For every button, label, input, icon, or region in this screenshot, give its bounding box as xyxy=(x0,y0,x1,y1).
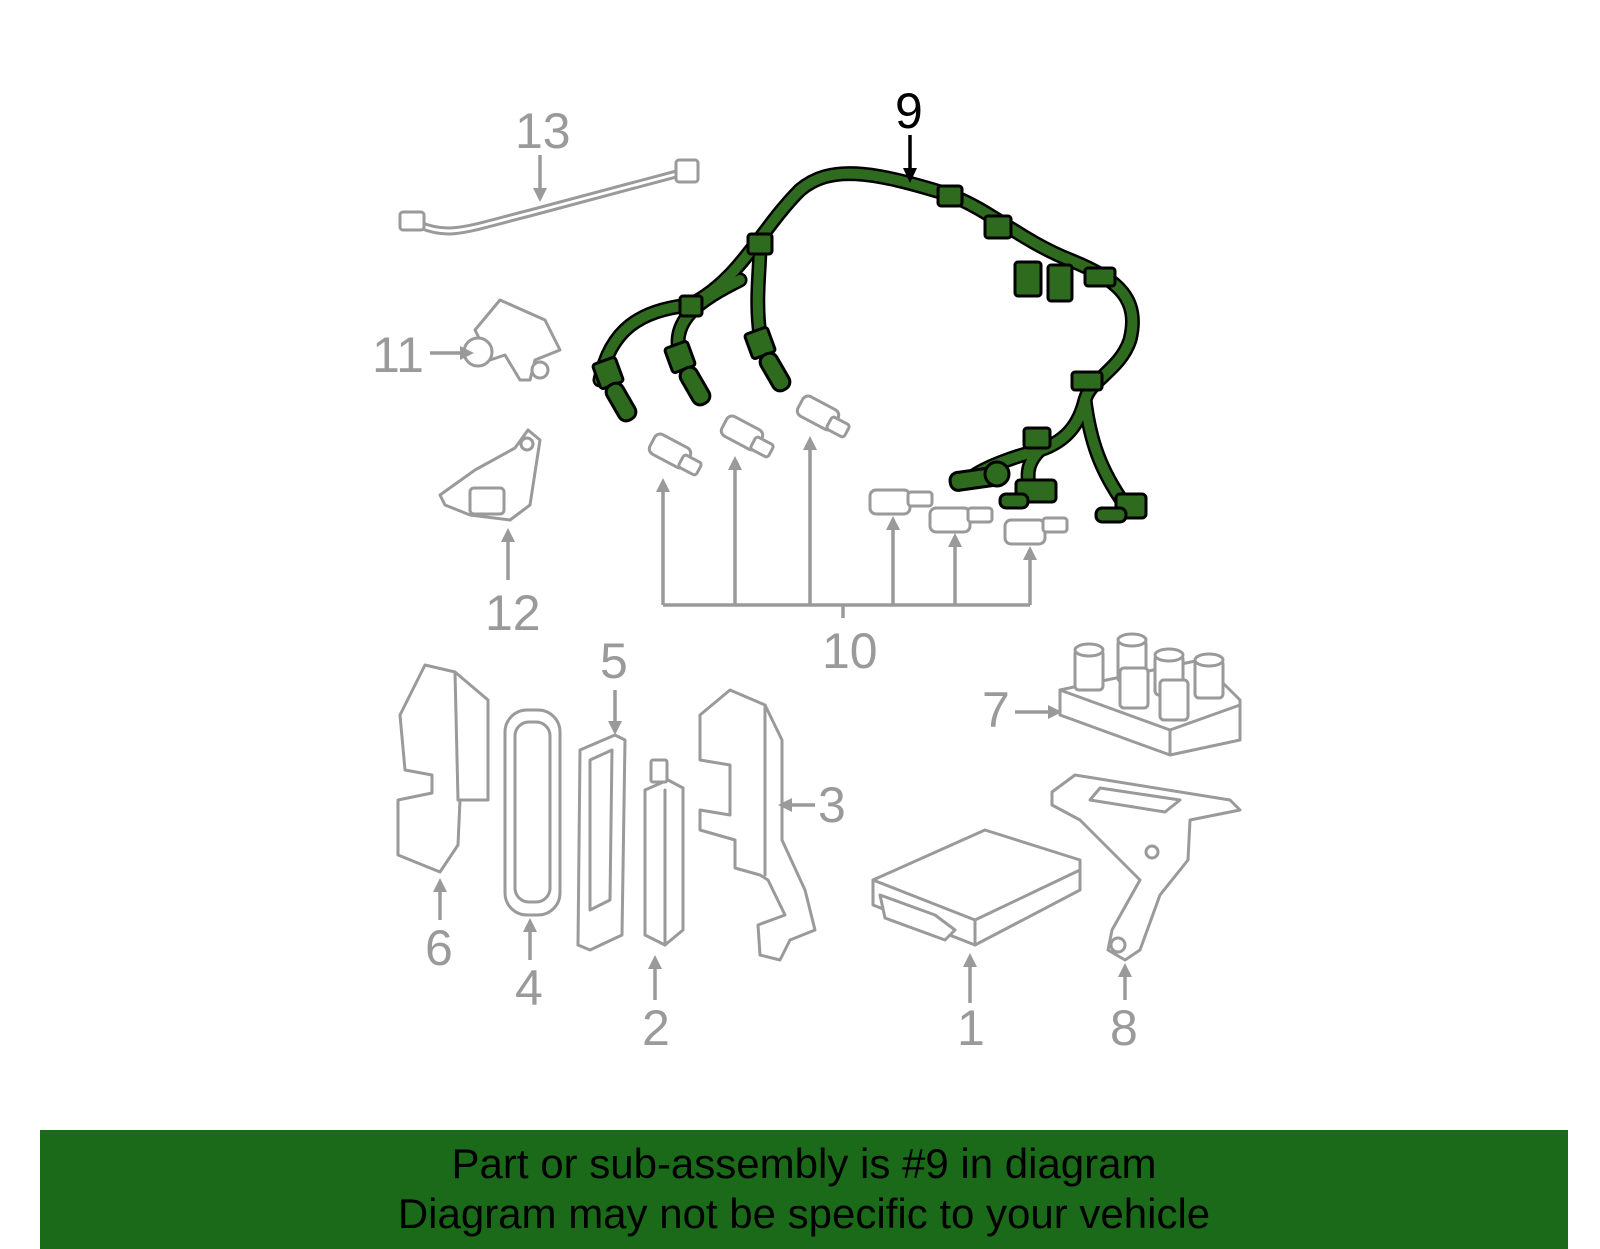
callout-3: 3 xyxy=(818,777,846,833)
spark-plug-boot-6[interactable] xyxy=(1094,492,1148,524)
callout-8: 8 xyxy=(1110,1000,1138,1056)
part-1-control-module[interactable] xyxy=(871,828,1082,1003)
spark-plug-3[interactable] xyxy=(795,394,851,439)
callout-11: 11 xyxy=(372,327,424,383)
part-12-sensor-bracket[interactable] xyxy=(438,428,542,522)
part-8-bracket[interactable] xyxy=(1050,773,1242,1000)
part-3-bracket[interactable] xyxy=(698,688,817,962)
spark-plug-2[interactable] xyxy=(719,414,775,459)
part-5-seal-plate[interactable] xyxy=(576,690,627,952)
callout-1: 1 xyxy=(957,1000,985,1056)
callout-5: 5 xyxy=(600,633,628,689)
spark-plug-boot-5[interactable] xyxy=(998,478,1058,510)
spark-plug-4[interactable] xyxy=(868,488,934,516)
footer-disclaimer: Diagram may not be specific to your vehi… xyxy=(397,1190,1211,1237)
footer-part-note: Part or sub-assembly is #9 in diagram xyxy=(451,1140,1157,1187)
part-7-ignition-coil[interactable] xyxy=(1015,632,1242,757)
callout-7: 7 xyxy=(982,682,1010,738)
footer-banner: Part or sub-assembly is #9 in diagram Di… xyxy=(40,1130,1568,1249)
spark-plug-boot-3[interactable] xyxy=(743,326,793,394)
part-13-sensor-cable[interactable] xyxy=(398,158,700,236)
spark-plug-boot-1[interactable] xyxy=(591,356,639,424)
spark-plug-5[interactable] xyxy=(928,506,994,534)
callout-12: 12 xyxy=(485,585,541,641)
part-6-cover[interactable] xyxy=(396,663,490,920)
callout-2: 2 xyxy=(642,1000,670,1056)
callout-6: 6 xyxy=(425,920,453,976)
part-2-module[interactable] xyxy=(643,758,685,1000)
callout-13: 13 xyxy=(515,103,571,159)
part-9-ignition-wire-set[interactable] xyxy=(591,166,1148,524)
part-11-sensor[interactable] xyxy=(462,298,562,382)
spark-plug-boot-2[interactable] xyxy=(663,340,713,408)
harness-looms xyxy=(678,184,1117,450)
spark-plug-1[interactable] xyxy=(647,432,703,477)
callout-4: 4 xyxy=(515,960,543,1016)
callout-10: 10 xyxy=(822,623,878,679)
parts-diagram: 13 11 12 9 10 7 5 3 6 4 2 1 8 xyxy=(372,83,1242,1056)
spark-plug-boot-4[interactable] xyxy=(948,460,1011,492)
part-10-spark-plugs[interactable] xyxy=(647,394,1069,618)
spark-plug-6[interactable] xyxy=(1003,516,1069,546)
part-4-gasket[interactable] xyxy=(503,708,562,960)
callout-9: 9 xyxy=(895,83,923,139)
